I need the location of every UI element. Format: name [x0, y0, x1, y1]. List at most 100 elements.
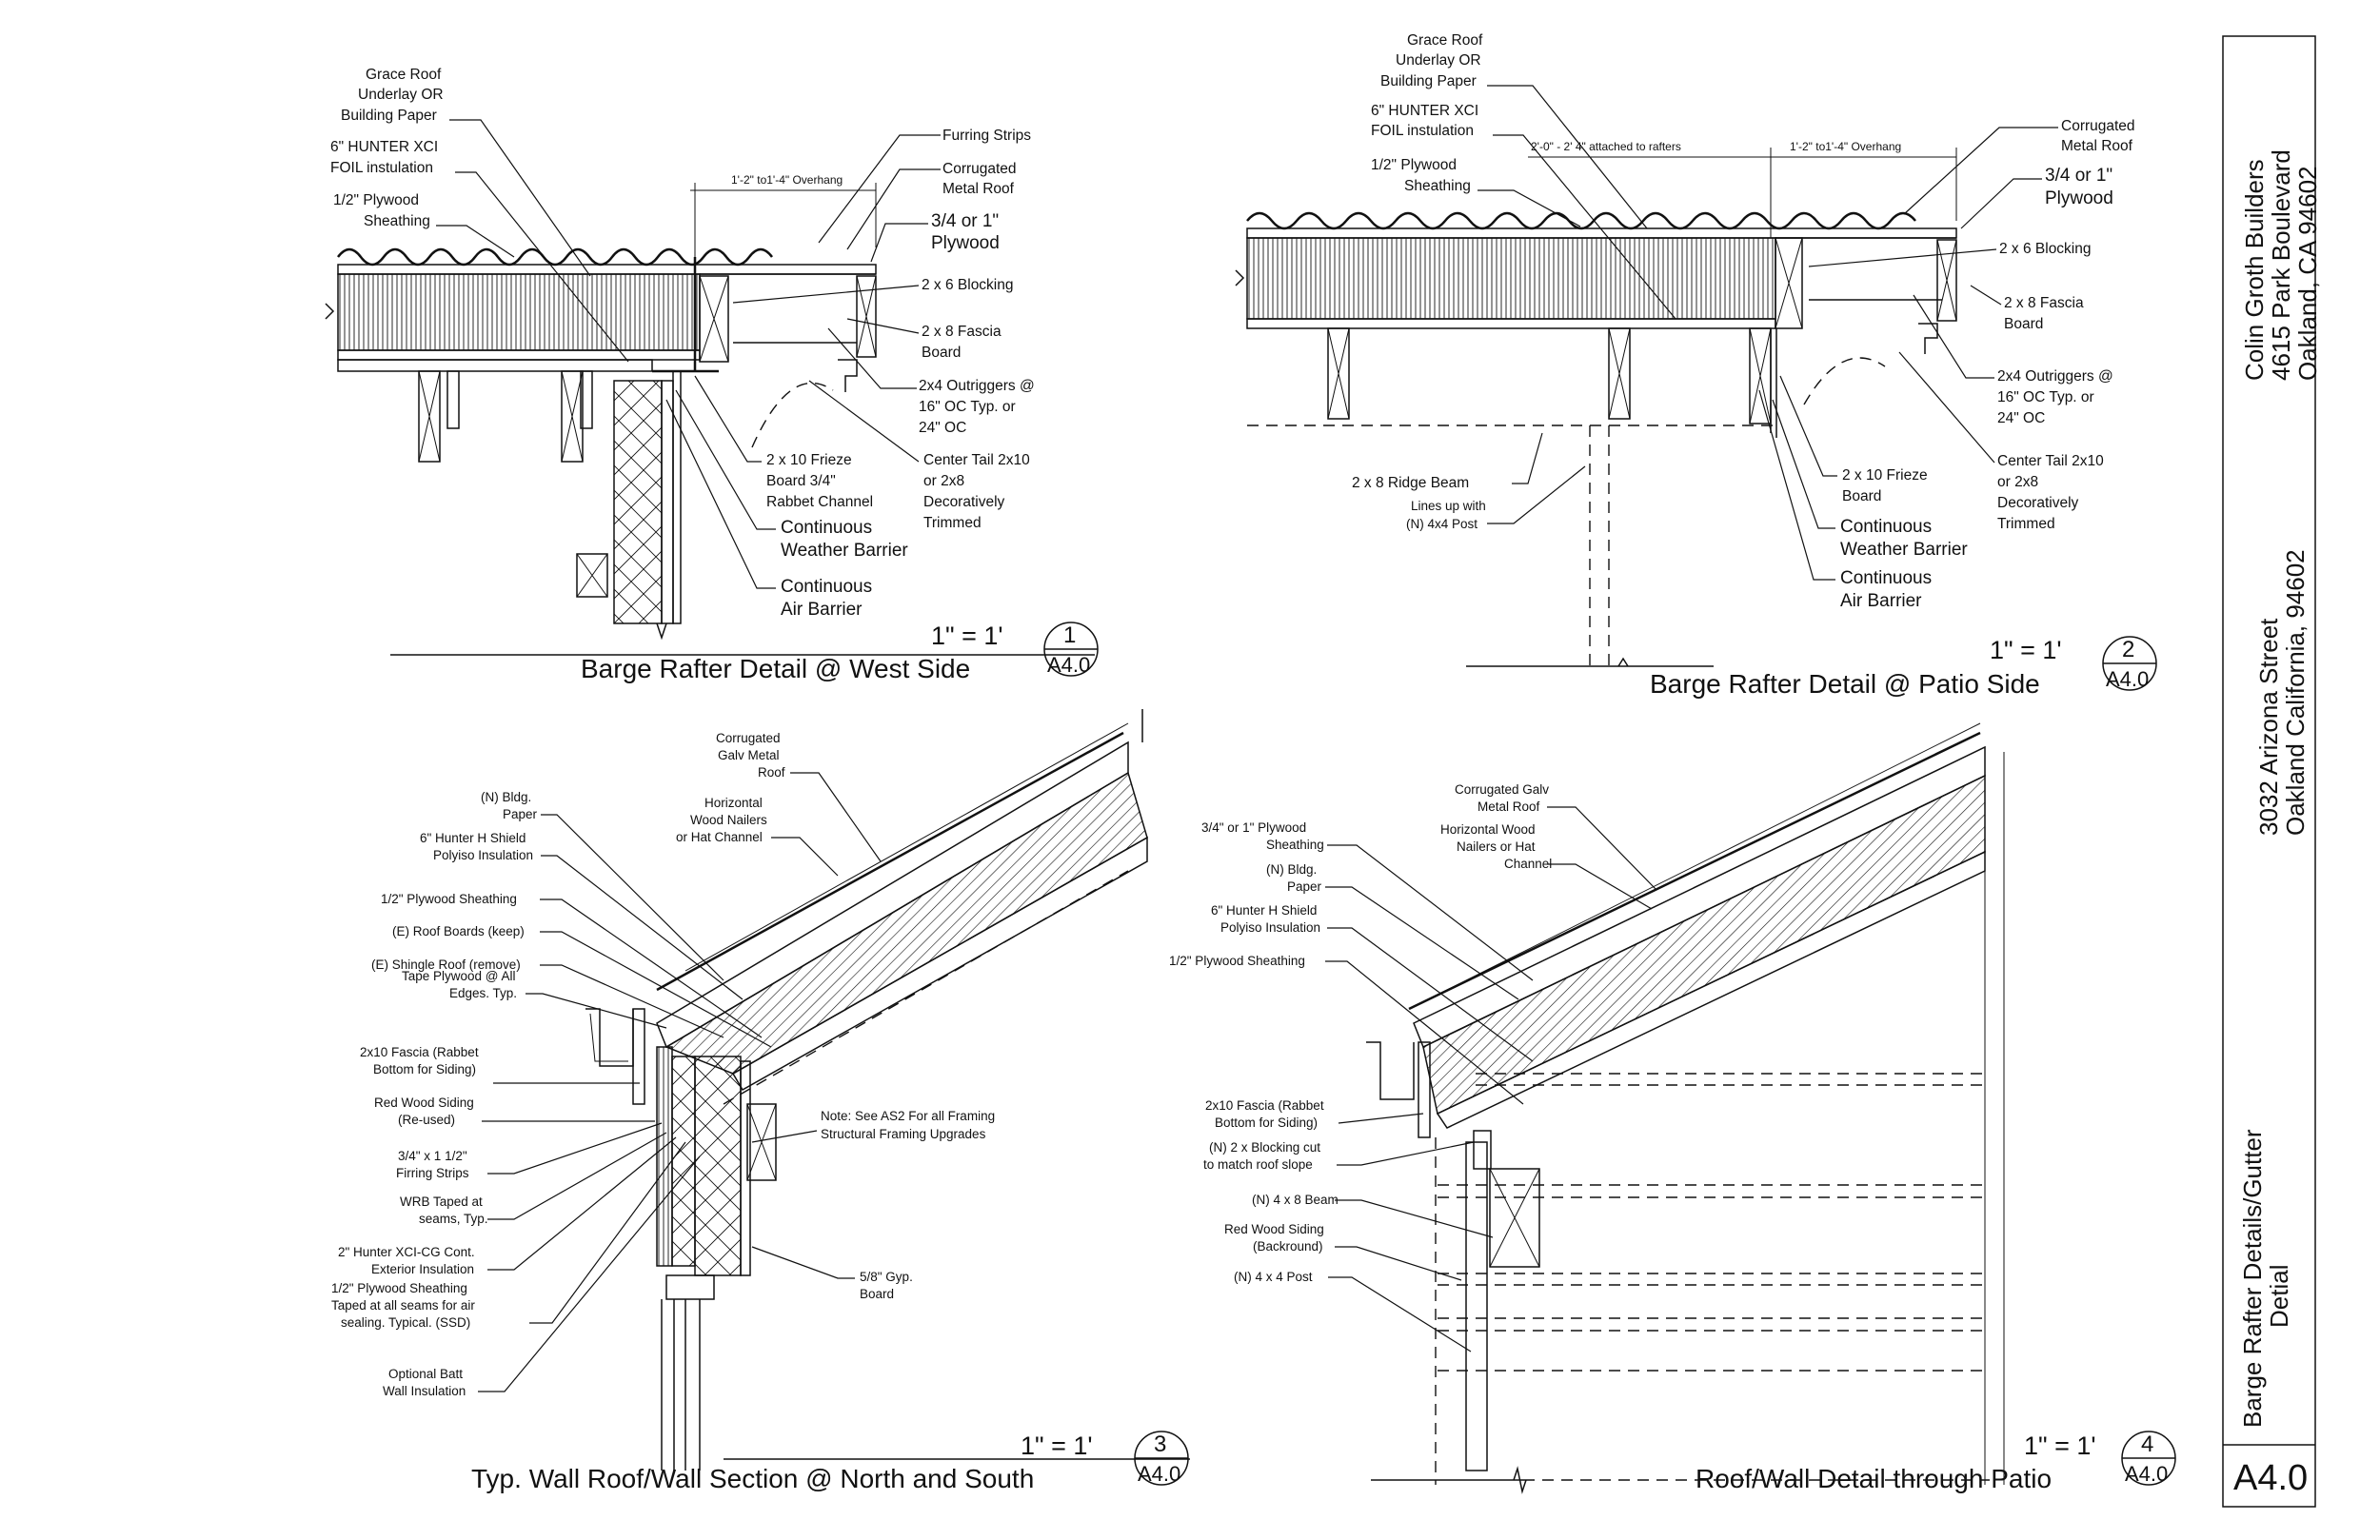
label-decoratively-1: Decoratively: [923, 494, 1005, 510]
label-shingle-roof-3: (E) Shingle Roof (remove): [371, 958, 521, 972]
builder-name: Colin Groth Builders: [2240, 159, 2269, 381]
label-sheathing-2: Sheathing: [1404, 178, 1471, 194]
label-backround-4: (Backround): [1253, 1239, 1323, 1254]
label-decoratively-2: Decoratively: [1997, 495, 2079, 511]
label-corrugated-1: Corrugated: [942, 161, 1017, 177]
label-cont-air-1: Continuous: [781, 577, 872, 597]
label-polyiso-3: Polyiso Insulation: [433, 848, 533, 862]
title-block: Colin Groth Builders 4615 Park Boulevard…: [2222, 35, 2322, 1508]
label-corrugated-2: Corrugated: [2061, 118, 2135, 134]
wall-insulation-1: [613, 380, 663, 624]
label-outriggers-24-1: 24" OC: [919, 420, 966, 436]
detail-4: Corrugated Galv Metal Roof Horizontal Wo…: [1169, 722, 2176, 1494]
label-redwood-4: Red Wood Siding: [1224, 1222, 1324, 1236]
label-xci-cg-3: 2" Hunter XCI-CG Cont.: [338, 1245, 475, 1259]
project-street: 3032 Arizona Street: [2254, 618, 2283, 836]
wall-siding-3: [656, 1046, 673, 1267]
label-weather-barrier-1: Weather Barrier: [781, 541, 908, 561]
detail-4-sheet: A4.0: [2125, 1462, 2168, 1486]
detail-2-scale: 1" = 1': [1990, 636, 2062, 664]
project-city: Oakland California, 94602: [2281, 549, 2310, 836]
label-polyiso-4: Polyiso Insulation: [1220, 920, 1320, 935]
label-metal-roof-2: Metal Roof: [2061, 138, 2133, 154]
label-outriggers-oc-1: 16" OC Typ. or: [919, 399, 1016, 415]
label-blocking-1: 2 x 6 Blocking: [922, 277, 1014, 293]
label-wood-nailers-3: Wood Nailers: [690, 813, 767, 827]
label-frieze-board-2: Board: [1842, 488, 1881, 504]
label-plywood-sheathing-3: 1/2" Plywood Sheathing: [381, 892, 517, 906]
label-gyp-board-3: Board: [860, 1287, 894, 1301]
corrugated-roof-2: [1246, 211, 1916, 230]
label-post-4: (N) 4 x 4 Post: [1234, 1270, 1313, 1284]
detail-2-dimension-a: 2'-0" - 2' 4" attached to rafters: [1531, 140, 1681, 153]
label-plywood-word-1: Plywood: [931, 233, 1000, 253]
label-taped-seams-3: Taped at all seams for air: [331, 1298, 475, 1313]
label-hshield-3: 6" Hunter H Shield: [420, 831, 526, 845]
detail-2: 2'-0" - 2' 4" attached to rafters 1'-2" …: [1235, 32, 2157, 699]
label-redwood-3: Red Wood Siding: [374, 1096, 474, 1110]
label-center-tail-2: Center Tail 2x10: [1997, 453, 2104, 469]
label-foil-insulation-2: FOIL instulation: [1371, 123, 1474, 139]
detail-1-scale: 1" = 1': [931, 622, 1003, 650]
xci-insulation-1: [337, 273, 701, 351]
title-block-frame: [2222, 35, 2316, 1508]
label-metal-roof-1: Metal Roof: [942, 181, 1015, 197]
label-rabbet-1: Rabbet Channel: [766, 494, 873, 510]
sheet-title-line1: Barge Rafter Details/Gutter: [2238, 1129, 2267, 1428]
label-hshield-4: 6" Hunter H Shield: [1211, 903, 1317, 918]
label-roof-slope-4: to match roof slope: [1203, 1157, 1313, 1172]
label-blocking-2: 2 x 6 Blocking: [1999, 241, 2092, 257]
label-plywood-taped-3: 1/2" Plywood Sheathing: [331, 1281, 467, 1295]
label-furring-strips-1: Furring Strips: [942, 128, 1031, 144]
label-hunter-xci-2: 6" HUNTER XCI: [1371, 103, 1478, 119]
xci-insulation-3: [671, 1056, 696, 1267]
detail-2-sheet: A4.0: [2106, 667, 2149, 691]
label-plywood-1: 1/2" Plywood: [333, 192, 419, 208]
detail-4-title: Roof/Wall Detail through Patio: [1696, 1464, 2052, 1493]
label-channel-4: Channel: [1504, 857, 1552, 871]
label-underlay-2: Underlay OR: [1396, 52, 1481, 69]
detail-4-number: 4: [2141, 1431, 2153, 1457]
label-bldg-paper-3: (N) Bldg.: [481, 790, 531, 804]
label-reused-3: (Re-used): [398, 1113, 455, 1127]
label-air-barrier-2: Air Barrier: [1840, 591, 1922, 611]
label-fascia-board-1: Board: [922, 345, 961, 361]
detail-3-number: 3: [1154, 1431, 1166, 1457]
label-hat-channel-3: or Hat Channel: [676, 830, 763, 844]
label-or-2x8-1: or 2x8: [923, 473, 964, 489]
detail-4-scale: 1" = 1': [2024, 1431, 2096, 1460]
label-horizontal-3: Horizontal: [704, 796, 763, 810]
label-foil-insulation-1: FOIL instulation: [330, 160, 433, 176]
builder-city: Oakland, CA 94602: [2293, 167, 2322, 382]
label-paper-3: Paper: [503, 807, 538, 821]
label-nailers-4: Nailers or Hat: [1457, 839, 1536, 854]
label-outriggers-24-2: 24" OC: [1997, 410, 2045, 426]
label-metal-roof-4: Metal Roof: [1478, 800, 1540, 814]
label-fascia-board-2: Board: [2004, 316, 2043, 332]
sheet-title-line2: Detial: [2265, 1265, 2293, 1328]
detail-1-title: Barge Rafter Detail @ West Side: [581, 654, 970, 683]
label-outriggers-2: 2x4 Outriggers @: [1997, 368, 2113, 385]
detail-1-sheet: A4.0: [1047, 653, 1090, 677]
label-ridge-beam-2: 2 x 8 Ridge Beam: [1352, 475, 1469, 491]
detail-3-title: Typ. Wall Roof/Wall Section @ North and …: [471, 1464, 1034, 1493]
label-plywood-thickness-1: 3/4 or 1": [931, 211, 999, 231]
label-frieze-board-1: Board 3/4": [766, 473, 836, 489]
label-frieze-2: 2 x 10 Frieze: [1842, 467, 1928, 484]
label-air-barrier-1: Air Barrier: [781, 600, 863, 620]
sheet-number: A4.0: [2233, 1458, 2308, 1498]
label-firring-3: Firring Strips: [396, 1166, 469, 1180]
label-underlay-1: Underlay OR: [358, 87, 444, 103]
label-bldg-paper-4: (N) Bldg.: [1266, 862, 1317, 877]
label-fascia-3: 2x10 Fascia (Rabbet: [360, 1045, 479, 1059]
label-sheathing-4: Sheathing: [1266, 838, 1324, 852]
label-plywood-sheathing-4: 3/4" or 1" Plywood: [1201, 820, 1306, 835]
label-furring-3: 3/4" x 1 1/2": [398, 1149, 467, 1163]
label-ext-insulation-3: Exterior Insulation: [371, 1262, 474, 1276]
detail-1-number: 1: [1063, 622, 1076, 648]
label-building-paper-1: Building Paper: [341, 108, 437, 124]
label-trimmed-2: Trimmed: [1997, 516, 2055, 532]
label-gyp-3: 5/8" Gyp.: [860, 1270, 913, 1284]
label-outriggers-oc-2: 16" OC Typ. or: [1997, 389, 2094, 405]
label-rabbet-4: Bottom for Siding): [1215, 1116, 1318, 1130]
